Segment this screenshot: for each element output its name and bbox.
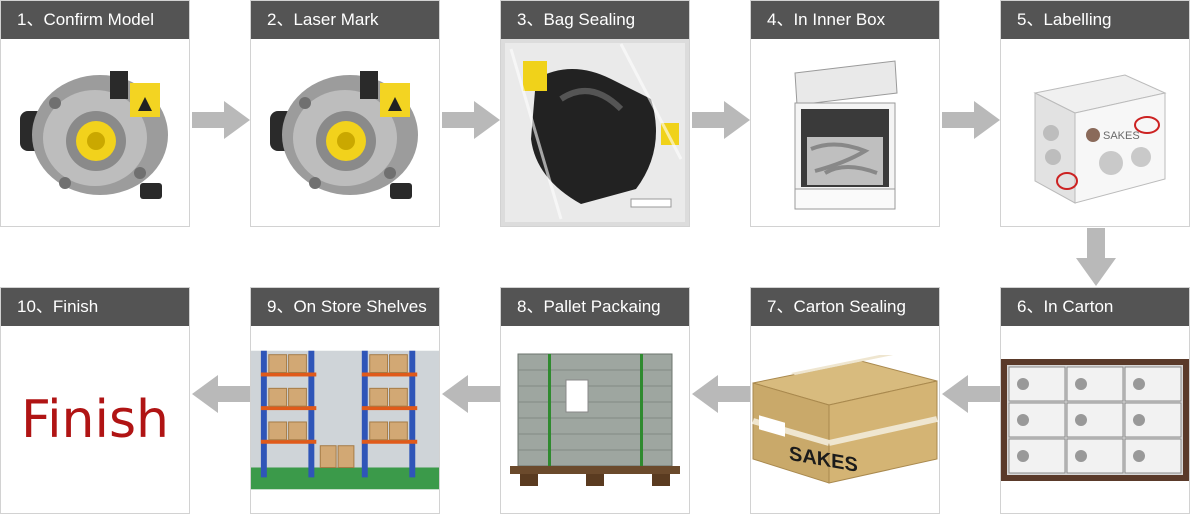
warehouse-shelves-photo	[251, 326, 439, 513]
step-title: 10、Finish	[1, 288, 189, 326]
step-on-store-shelves: 9、On Store Shelves	[250, 287, 440, 514]
arrow-left-icon	[442, 375, 500, 413]
step-labelling: 5、Labelling SAKES	[1000, 0, 1190, 227]
wrapped-pallet-photo	[501, 326, 689, 513]
arrow-left-icon	[942, 375, 1000, 413]
arrow-down-icon	[1076, 228, 1116, 286]
labelled-box-photo: SAKES	[1001, 39, 1189, 226]
arrow-right-icon	[692, 101, 750, 139]
step-carton-sealing: 7、Carton Sealing SAKES	[750, 287, 940, 514]
step-title: 9、On Store Shelves	[251, 288, 439, 326]
brand-label: SAKES	[1103, 130, 1140, 142]
step-finish: 10、Finish Finish	[0, 287, 190, 514]
step-title: 6、In Carton	[1001, 288, 1189, 326]
step-bag-sealing: 3、Bag Sealing	[500, 0, 690, 227]
step-title: 8、Pallet Packaing	[501, 288, 689, 326]
step-title: 7、Carton Sealing	[751, 288, 939, 326]
bagged-pump-photo	[501, 39, 689, 226]
step-in-carton: 6、In Carton	[1000, 287, 1190, 514]
finish-label: Finish	[1, 326, 189, 513]
water-pump-photo	[251, 39, 439, 226]
arrow-left-icon	[692, 375, 750, 413]
arrow-right-icon	[942, 101, 1000, 139]
step-title: 4、In Inner Box	[751, 1, 939, 39]
arrow-right-icon	[192, 101, 250, 139]
arrow-right-icon	[442, 101, 500, 139]
arrow-left-icon	[192, 375, 250, 413]
sealed-carton-photo: SAKES	[751, 326, 939, 513]
step-confirm-model: 1、Confirm Model	[0, 0, 190, 227]
water-pump-photo	[1, 39, 189, 226]
step-title: 3、Bag Sealing	[501, 1, 689, 39]
finish-text: Finish	[20, 389, 170, 450]
step-title: 2、Laser Mark	[251, 1, 439, 39]
step-in-inner-box: 4、In Inner Box	[750, 0, 940, 227]
step-title: 5、Labelling	[1001, 1, 1189, 39]
open-inner-box-photo	[751, 39, 939, 226]
step-pallet-packaging: 8、Pallet Packaing	[500, 287, 690, 514]
step-title: 1、Confirm Model	[1, 1, 189, 39]
carton-full-of-boxes-photo	[1001, 326, 1189, 513]
step-laser-mark: 2、Laser Mark	[250, 0, 440, 227]
